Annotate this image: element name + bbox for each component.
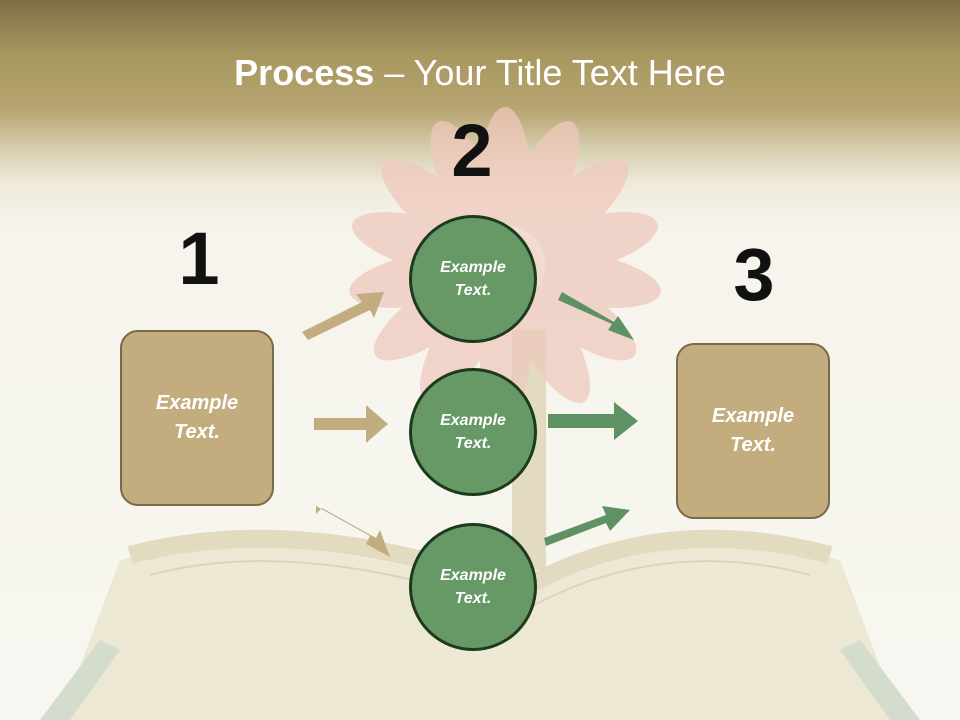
title-rest-part: – Your Title Text Here xyxy=(374,52,726,93)
step-number-3: 3 xyxy=(733,233,775,316)
step-1-box[interactable]: Example Text. xyxy=(120,330,274,506)
slide-title: Process – Your Title Text Here xyxy=(0,52,960,94)
circle-middle-text: Example Text. xyxy=(440,411,506,452)
tan-arrow-right-icon xyxy=(314,405,388,443)
step-2-circle-middle[interactable]: Example Text. xyxy=(409,368,537,496)
tan-arrow-up-icon xyxy=(302,292,384,340)
step-3-text: Example Text. xyxy=(711,405,795,456)
step-3-box[interactable]: Example Text. xyxy=(676,343,830,519)
step-2-circle-top[interactable]: Example Text. xyxy=(409,215,537,343)
step-number-2: 2 xyxy=(451,109,493,192)
green-arrow-down-icon xyxy=(558,292,634,340)
circle-top-text: Example Text. xyxy=(440,258,506,299)
green-arrow-up-icon xyxy=(544,506,630,546)
step-number-1: 1 xyxy=(178,217,220,300)
step-1-text: Example Text. xyxy=(155,392,239,443)
step-2-circle-bottom[interactable]: Example Text. xyxy=(409,523,537,651)
tan-arrow-down-icon xyxy=(316,506,390,557)
circle-bottom-text: Example Text. xyxy=(440,566,506,607)
open-book-icon xyxy=(40,529,920,720)
green-arrow-right-icon xyxy=(548,402,638,440)
title-bold-part: Process xyxy=(234,52,375,93)
